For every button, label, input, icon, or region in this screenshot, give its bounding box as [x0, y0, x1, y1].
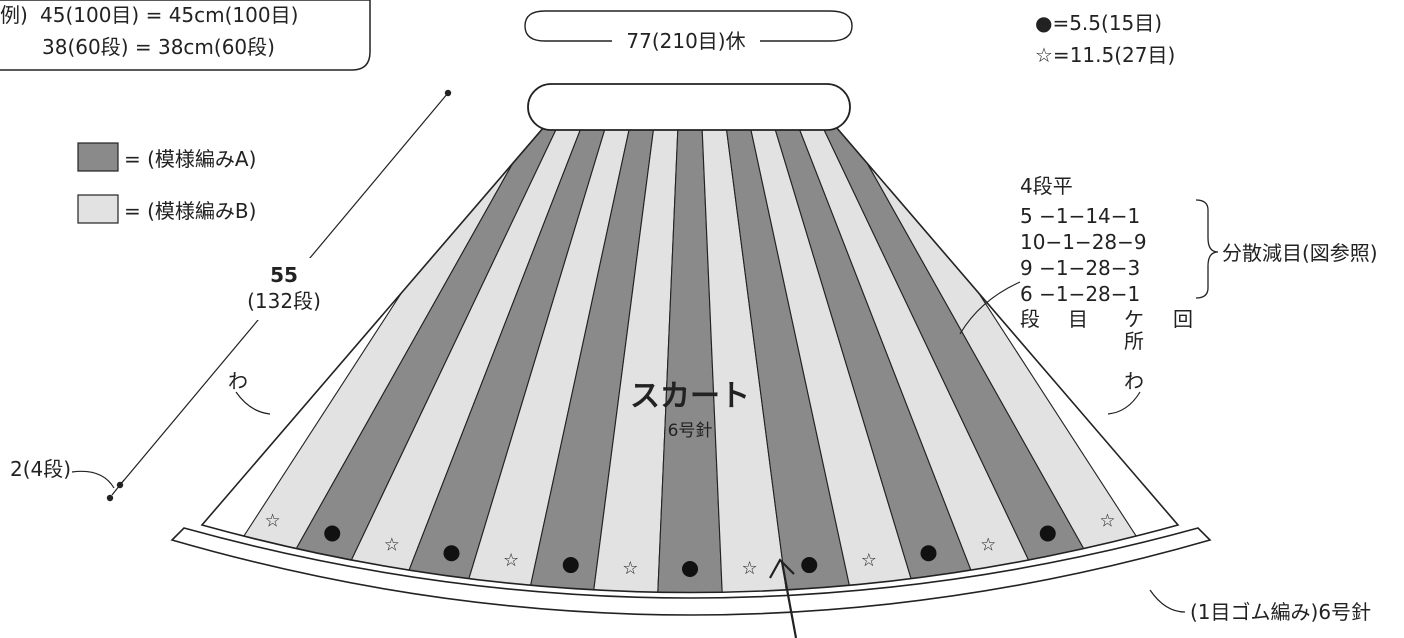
decrease-note: 分散減目(図参照): [1222, 241, 1378, 265]
panel-pattern-b: [836, 120, 1178, 593]
fold-label-left: わ: [228, 369, 248, 393]
decrease-row-1: 5 −1−14−1: [1020, 204, 1140, 228]
panel-pattern-b: [700, 120, 795, 593]
dimension-endpoint: [444, 89, 452, 97]
panel-pattern-a: [515, 120, 657, 593]
legend: = (模様編みA) = (模様編みB): [77, 142, 256, 224]
dot-definition: ●=5.5(15目): [1035, 11, 1162, 35]
panel-pattern-a: [723, 120, 865, 593]
dot-marker: [324, 525, 341, 542]
panel-pattern-a: [768, 120, 1003, 593]
panel-pattern-b: [791, 120, 1073, 593]
skirt-needle: 6号針: [668, 421, 713, 441]
edge-label: 2(4段): [10, 457, 71, 481]
star-marker: ☆: [980, 534, 996, 555]
hem-symbols: ☆ ☆ ☆ ☆ ☆ ☆ ☆ ☆: [265, 511, 1116, 579]
decrease-footer-2: 目: [1068, 307, 1088, 331]
decrease-row-2: 10−1−28−9: [1020, 230, 1147, 254]
decrease-header: 4段平: [1020, 174, 1073, 198]
panel-pattern-a: [238, 120, 567, 593]
decrease-table: 4段平 5 −1−14−1 10−1−28−9 9 −1−28−3 6 −1−2…: [959, 174, 1378, 353]
dot-marker: [801, 557, 818, 574]
dot-marker: [1039, 525, 1056, 542]
star-marker: ☆: [861, 550, 877, 571]
decrease-footer-3: ケ: [1124, 307, 1144, 331]
star-marker: ☆: [265, 511, 281, 532]
panel-pattern-a: [813, 120, 1142, 593]
waist-label: 77(210目)休: [626, 29, 745, 53]
decrease-footer-4: 回: [1173, 307, 1193, 331]
example-line-1: 45(100目) = 45cm(100目): [40, 3, 298, 27]
star-marker: ☆: [1099, 511, 1115, 532]
star-definition: ☆=11.5(27目): [1035, 43, 1175, 67]
ribbing-band: (1目ゴム編み)6号針: [170, 527, 1371, 624]
skirt-title: スカート: [630, 379, 750, 414]
example-box: 例) 45(100目) = 45cm(100目) 38(60段) = 38cm(…: [0, 0, 371, 71]
example-line-2: 38(60段) = 38cm(60段): [42, 35, 275, 59]
decrease-row-4: 6 −1−28−1: [1020, 282, 1140, 306]
decrease-footer-sub: 所: [1124, 329, 1144, 353]
fold-arrow-right: [1107, 391, 1141, 415]
skirt-body: わ わ スカート 6号針: [200, 83, 1180, 594]
legend-swatch-a: [77, 142, 119, 172]
length-rows: (132段): [247, 289, 321, 313]
panel-pattern-b: [307, 120, 589, 593]
dot-marker: [562, 557, 579, 574]
star-marker: ☆: [742, 558, 758, 579]
legend-swatch-b: [77, 194, 119, 224]
panel-pattern-b: [446, 120, 635, 593]
star-marker: ☆: [503, 550, 519, 571]
length-value: 55: [270, 263, 298, 287]
star-marker: ☆: [384, 534, 400, 555]
panel-pattern-a: [377, 120, 612, 593]
legend-label-a: = (模様編みA): [124, 147, 256, 171]
fold-label-right: わ: [1124, 369, 1144, 393]
edge-dimension: 2(4段): [10, 457, 125, 502]
length-dimension: 55 (132段): [116, 89, 452, 489]
fold-arrow-left: [235, 391, 271, 415]
waist-opening: [527, 83, 851, 131]
decrease-row-3: 9 −1−28−3: [1020, 256, 1140, 280]
pointer-arrow: [769, 558, 798, 638]
dot-marker: [443, 545, 460, 562]
dot-marker: [920, 545, 937, 562]
star-marker: ☆: [622, 558, 638, 579]
ribbing-label: (1目ゴム編み)6号針: [1190, 600, 1371, 624]
panel-pattern-b: [745, 120, 934, 593]
legend-label-b: = (模様編みB): [124, 199, 256, 223]
panel-pattern-b: [202, 120, 544, 593]
decrease-footer-1: 段: [1020, 307, 1040, 331]
dot-marker: [682, 561, 698, 577]
panel-pattern-b: [585, 120, 680, 593]
waist-label-group: 77(210目)休: [524, 10, 853, 53]
panel-pattern-a: [654, 120, 726, 593]
example-prefix: 例): [0, 3, 28, 27]
